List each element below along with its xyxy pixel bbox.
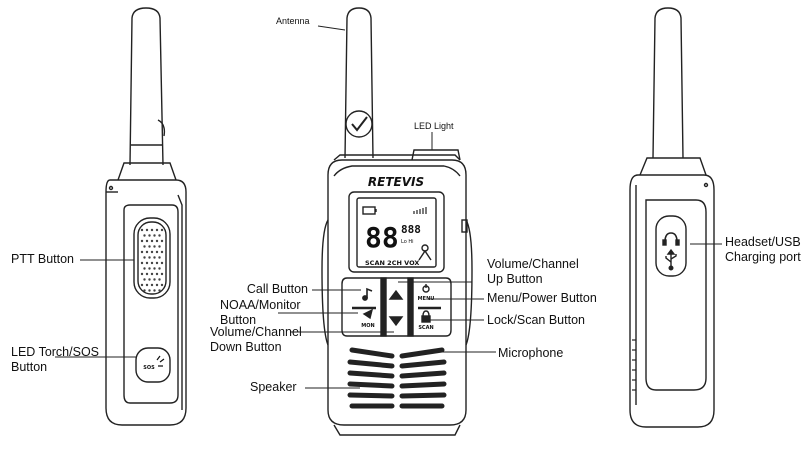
label-menu-power: Menu/Power Button — [487, 291, 597, 305]
front-view — [321, 7, 473, 436]
label-volume-down: Volume/Channel Down Button — [210, 325, 302, 355]
label-noaa-monitor: NOAA/Monitor Button — [220, 298, 301, 328]
menu-button-text: MENU — [418, 296, 435, 302]
label-led-light: LED Light — [414, 121, 454, 131]
label-led-torch-line2: Button — [11, 360, 48, 374]
right-side-view — [629, 7, 715, 428]
label-led-torch: LED Torch/SOS Button — [11, 345, 99, 375]
scan-button-text: SCAN — [418, 325, 433, 331]
label-headset-usb: Headset/USB Charging port — [725, 235, 801, 265]
label-headset-line1: Headset/USB — [725, 235, 801, 249]
left-side-view — [105, 7, 187, 426]
label-speaker: Speaker — [250, 380, 297, 394]
torch-icon — [156, 355, 165, 367]
display-digits: 88 — [365, 221, 399, 254]
label-ptt-button: PTT Button — [11, 252, 74, 266]
display-small-digits: 888 — [401, 223, 421, 236]
brand-logo: RETEVIS — [368, 175, 424, 189]
leader-lines — [55, 25, 722, 389]
label-led-torch-line1: LED Torch/SOS — [11, 345, 100, 359]
label-call-button: Call Button — [246, 282, 308, 296]
label-volume-up: Volume/Channel Up Button — [487, 257, 579, 287]
display-status-row: SCAN 2CH VOX — [365, 259, 419, 267]
label-microphone: Microphone — [498, 346, 564, 360]
label-volup-line1: Volume/Channel — [487, 257, 579, 271]
label-headset-line2: Charging port — [725, 250, 801, 264]
label-lock-scan: Lock/Scan Button — [487, 313, 585, 327]
sos-button-text: SOS — [143, 365, 155, 371]
label-antenna: Antenna — [276, 16, 310, 26]
mon-button-text: MON — [361, 323, 374, 329]
label-voldown-line2: Down Button — [210, 340, 282, 354]
display-lo-hi: Lo Hi — [401, 239, 414, 245]
label-noaa-line2: Button — [220, 313, 257, 327]
label-noaa-line1: NOAA/Monitor — [220, 298, 301, 312]
label-voldown-line1: Volume/Channel — [210, 325, 302, 339]
label-volup-line2: Up Button — [487, 272, 543, 286]
